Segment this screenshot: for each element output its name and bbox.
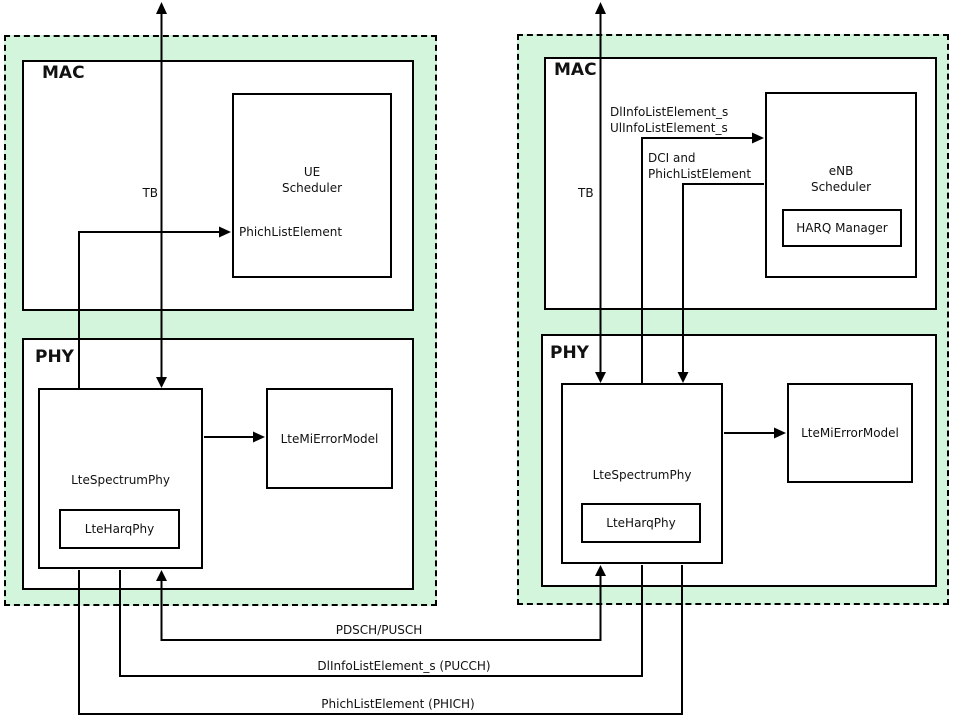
- enb-dl-info-label-line: DlInfoListElement_s: [610, 105, 729, 119]
- enb-mac-label: MAC: [554, 60, 597, 80]
- enb-scheduler-box: [765, 92, 917, 278]
- ue-scheduler-port-label: PhichListElement: [239, 225, 343, 239]
- enb-tb-label: TB: [578, 186, 594, 200]
- enb-dci-label-line2: PhichListElement: [648, 167, 752, 181]
- ue-lte-spectrum-phy-label: LteSpectrumPhy: [71, 473, 170, 487]
- enb-dci-phich-label: DCI and PhichListElement: [648, 150, 751, 182]
- enb-lte-mi-error-model-box: LteMiErrorModel: [787, 383, 913, 483]
- ue-lte-harq-phy-box: LteHarqPhy: [59, 509, 180, 549]
- enb-dci-label-line1: DCI and: [648, 151, 696, 165]
- enb-lte-harq-phy-label: LteHarqPhy: [606, 516, 676, 530]
- enb-phy-label: PHY: [550, 343, 589, 363]
- enb-ul-info-label-line: UlInfoListElement_s: [610, 121, 728, 135]
- pucch-channel-label: DlInfoListElement_s (PUCCH): [317, 659, 491, 673]
- ue-phy-label: PHY: [35, 347, 74, 367]
- ue-lte-mi-error-model-label: LteMiErrorModel: [280, 431, 379, 446]
- ue-tb-label: TB: [142, 186, 158, 200]
- enb-harq-manager-box: HARQ Manager: [782, 209, 902, 247]
- enb-scheduler-title-line2: Scheduler: [810, 180, 872, 194]
- ue-scheduler-title: UE Scheduler: [232, 164, 392, 196]
- ue-mac-label: MAC: [42, 63, 85, 83]
- enb-tb-up-arrowhead: [595, 2, 606, 14]
- enb-lte-harq-phy-box: LteHarqPhy: [581, 503, 701, 543]
- enb-dlul-info-label: DlInfoListElement_s UlInfoListElement_s: [610, 104, 728, 136]
- ue-lte-harq-phy-label: LteHarqPhy: [84, 522, 155, 536]
- enb-lte-mi-error-model-label: LteMiErrorModel: [801, 426, 899, 440]
- ue-scheduler-title-line1: UE: [303, 165, 321, 179]
- phich-channel-label: PhichListElement (PHICH): [321, 697, 475, 711]
- enb-scheduler-title-line1: eNB: [828, 164, 854, 178]
- ue-tb-up-arrowhead: [156, 2, 167, 14]
- enb-scheduler-title: eNB Scheduler: [765, 163, 917, 195]
- pdsch-pusch-channel-label: PDSCH/PUSCH: [335, 623, 423, 637]
- enb-lte-spectrum-phy-label: LteSpectrumPhy: [592, 468, 692, 482]
- ue-scheduler-title-line2: Scheduler: [281, 181, 343, 195]
- ue-lte-mi-error-model-box: LteMiErrorModel: [266, 388, 393, 489]
- enb-harq-manager-label: HARQ Manager: [796, 221, 888, 235]
- ue-scheduler-box: [232, 93, 392, 278]
